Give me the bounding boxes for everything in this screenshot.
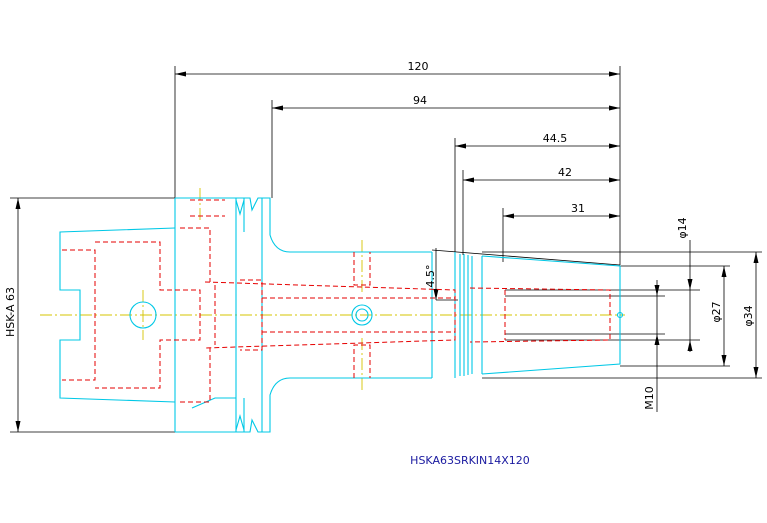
dim-dia-14: φ14 xyxy=(676,217,689,238)
dim-taper-angle: 4.5° xyxy=(424,265,437,288)
dim-length-42: 42 xyxy=(558,166,572,179)
centerlines xyxy=(40,188,625,390)
dim-length-31: 31 xyxy=(571,202,585,215)
hidden-lines xyxy=(62,199,611,403)
drawing-caption: HSKA63SRKIN14X120 xyxy=(410,454,530,467)
dim-length-44-5: 44.5 xyxy=(543,132,568,145)
dim-length-94: 94 xyxy=(413,94,427,107)
tool-outline xyxy=(59,197,624,433)
dim-overall-length: 120 xyxy=(408,60,429,73)
dim-dia-34: φ34 xyxy=(742,305,755,326)
dim-thread-m10: M10 xyxy=(643,386,656,410)
dim-flange-hsk: HSK-A 63 xyxy=(4,287,17,337)
dimension-lines xyxy=(10,66,762,433)
dim-dia-27: φ27 xyxy=(710,301,723,322)
